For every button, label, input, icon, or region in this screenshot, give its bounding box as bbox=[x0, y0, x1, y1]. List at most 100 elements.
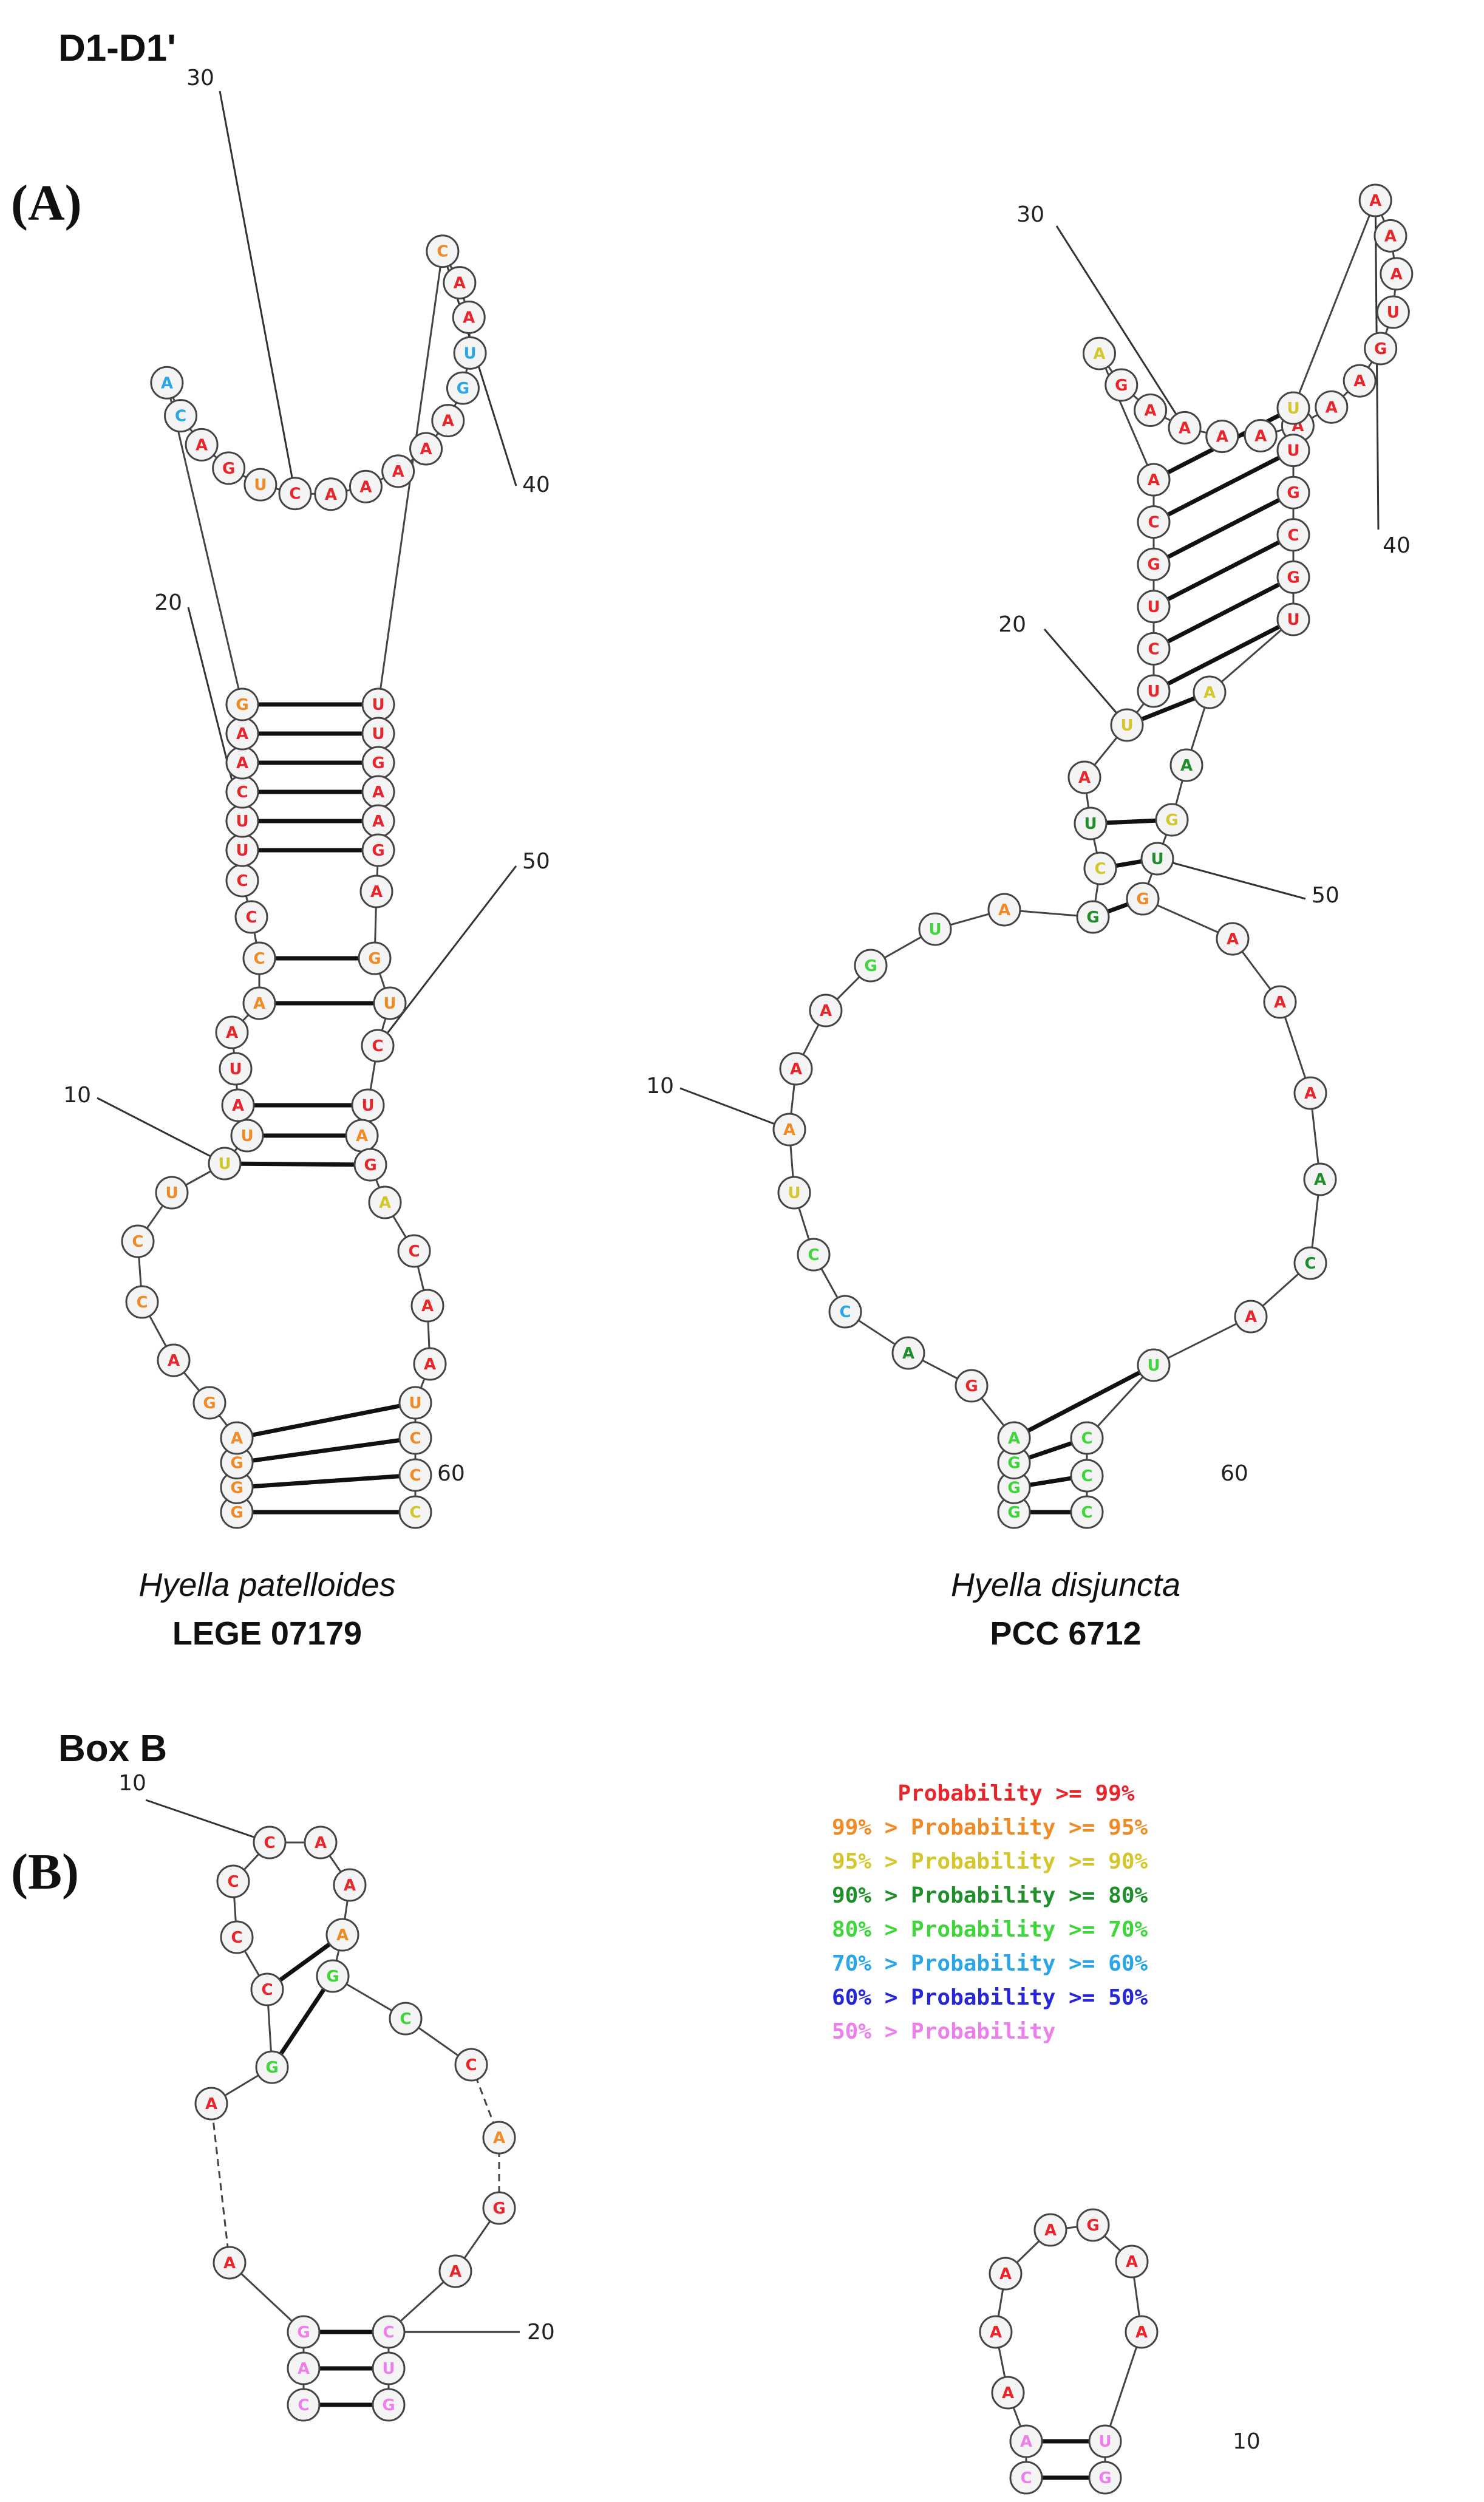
nucleotide: C bbox=[398, 1458, 432, 1492]
nucleotide: A bbox=[997, 1421, 1031, 1455]
nucleotide-circle bbox=[368, 1185, 402, 1219]
nucleotide: U bbox=[225, 804, 259, 838]
nucleotide: C bbox=[278, 477, 312, 511]
nucleotide-letter: U bbox=[236, 813, 248, 831]
nucleotide: C bbox=[125, 1285, 159, 1319]
nucleotide: A bbox=[1082, 336, 1116, 370]
base-pair-bond bbox=[236, 1473, 416, 1490]
nucleotide: A bbox=[1169, 748, 1203, 782]
nucleotide-circle bbox=[482, 2191, 516, 2225]
nucleotide-letter: A bbox=[1179, 419, 1191, 437]
nucleotide-letter: A bbox=[999, 2265, 1012, 2283]
nucleotide-letter: U bbox=[1387, 304, 1400, 322]
nucleotide: U bbox=[1137, 1348, 1171, 1382]
nucleotide-circle bbox=[918, 912, 952, 946]
nucleotide-letter: A bbox=[344, 1876, 356, 1895]
nucleotide-circle bbox=[192, 1386, 226, 1420]
nucleotide-letter: A bbox=[253, 995, 265, 1013]
position-tick bbox=[1043, 629, 1128, 726]
nucleotide: A bbox=[1380, 257, 1414, 291]
nucleotide: A bbox=[1358, 183, 1392, 217]
nucleotide-letter: U bbox=[1287, 400, 1299, 418]
nucleotide-circle bbox=[1276, 434, 1310, 468]
nucleotide-letter: U bbox=[1287, 442, 1299, 460]
nucleotide-letter: C bbox=[253, 950, 265, 968]
legend-entry: 99% > Probability >= 95% bbox=[832, 1815, 1148, 1840]
nucleotide-letter: C bbox=[298, 2396, 309, 2415]
nucleotide: A bbox=[359, 874, 393, 908]
nucleotide-letter: A bbox=[449, 2263, 461, 2281]
nucleotide: A bbox=[150, 366, 184, 400]
nucleotide-letter: G bbox=[492, 2200, 505, 2218]
nucleotide-letter: A bbox=[1044, 2221, 1057, 2240]
position-number: 10 bbox=[1233, 2429, 1261, 2454]
nucleotide-circle bbox=[1276, 602, 1310, 636]
base-pair-bond bbox=[1013, 1363, 1155, 1440]
nucleotide-circle bbox=[1376, 295, 1410, 329]
nucleotide-circle bbox=[1216, 922, 1250, 956]
nucleotide-letter: A bbox=[1353, 372, 1366, 390]
nucleotide: A bbox=[1137, 463, 1171, 497]
nucleotide: G bbox=[997, 1446, 1031, 1480]
nucleotide-letter: U bbox=[383, 995, 396, 1013]
nucleotide-letter: A bbox=[315, 1834, 327, 1852]
nucleotide-circle bbox=[1276, 476, 1310, 510]
nucleotide-letter: C bbox=[383, 2323, 394, 2342]
nucleotide-circle bbox=[1134, 394, 1168, 428]
nucleotide-circle bbox=[891, 1336, 925, 1370]
nucleotide-letter: G bbox=[1115, 377, 1128, 395]
nucleotide: G bbox=[1076, 900, 1110, 934]
nucleotide-letter: C bbox=[1304, 1255, 1316, 1273]
nucleotide-letter: A bbox=[1369, 192, 1381, 210]
nucleotide: U bbox=[361, 687, 395, 721]
nucleotide-circle bbox=[1082, 336, 1116, 370]
nucleotide-letter: C bbox=[1094, 860, 1106, 878]
panel-label-b: (B) bbox=[11, 1844, 79, 1900]
nucleotide: U bbox=[1276, 434, 1310, 468]
nucleotide-letter: C bbox=[1020, 2469, 1032, 2487]
nucleotide: C bbox=[1137, 505, 1171, 539]
nucleotide-circle bbox=[333, 1868, 367, 1902]
nucleotide-circle bbox=[854, 949, 888, 983]
nucleotide-circle bbox=[413, 1347, 447, 1381]
nucleotide-letter: A bbox=[236, 725, 248, 743]
nucleotide: A bbox=[225, 717, 259, 751]
nucleotide-circle bbox=[979, 2315, 1013, 2349]
nucleotide-circle bbox=[225, 687, 259, 721]
base-pair-bond bbox=[1152, 533, 1295, 608]
nucleotide-circle bbox=[1125, 2315, 1159, 2349]
backbone-segment bbox=[1209, 618, 1294, 694]
nucleotide: C bbox=[1083, 851, 1117, 885]
nucleotide-circle bbox=[453, 336, 487, 370]
position-number: 40 bbox=[522, 472, 550, 497]
nucleotide-circle bbox=[1358, 183, 1392, 217]
nucleotide: C bbox=[398, 1495, 432, 1529]
nucleotide-circle bbox=[1115, 2245, 1149, 2279]
nucleotide-letter: U bbox=[254, 476, 267, 494]
nucleotide-letter: G bbox=[297, 2323, 310, 2342]
position-tick bbox=[679, 1087, 790, 1131]
nucleotide-letter: U bbox=[218, 1155, 231, 1173]
nucleotide-circle bbox=[779, 1052, 813, 1086]
nucleotide: U bbox=[1137, 590, 1171, 624]
nucleotide-circle bbox=[1076, 2208, 1110, 2242]
nucleotide-letter: C bbox=[1287, 527, 1299, 545]
nucleotide: G bbox=[358, 941, 392, 975]
nucleotide: U bbox=[1110, 708, 1144, 742]
nucleotide-circle bbox=[398, 1495, 432, 1529]
nucleotide: G bbox=[1088, 2461, 1122, 2495]
nucleotide-circle bbox=[381, 454, 415, 488]
position-tick bbox=[219, 90, 296, 494]
nucleotide-letter: A bbox=[1078, 769, 1091, 787]
nucleotide: G bbox=[1364, 332, 1398, 366]
nucleotide-letter: U bbox=[165, 1184, 178, 1202]
position-number: 20 bbox=[527, 2320, 555, 2345]
nucleotide-letter: C bbox=[437, 243, 448, 261]
nucleotide-circle bbox=[1205, 420, 1239, 454]
nucleotide: A bbox=[1315, 390, 1349, 424]
nucleotide-letter: C bbox=[261, 1981, 273, 1999]
nucleotide-circle bbox=[1009, 2461, 1043, 2495]
nucleotide: A bbox=[989, 2257, 1023, 2291]
nucleotide-letter: C bbox=[227, 1873, 239, 1891]
nucleotide-letter: C bbox=[1081, 1430, 1092, 1448]
